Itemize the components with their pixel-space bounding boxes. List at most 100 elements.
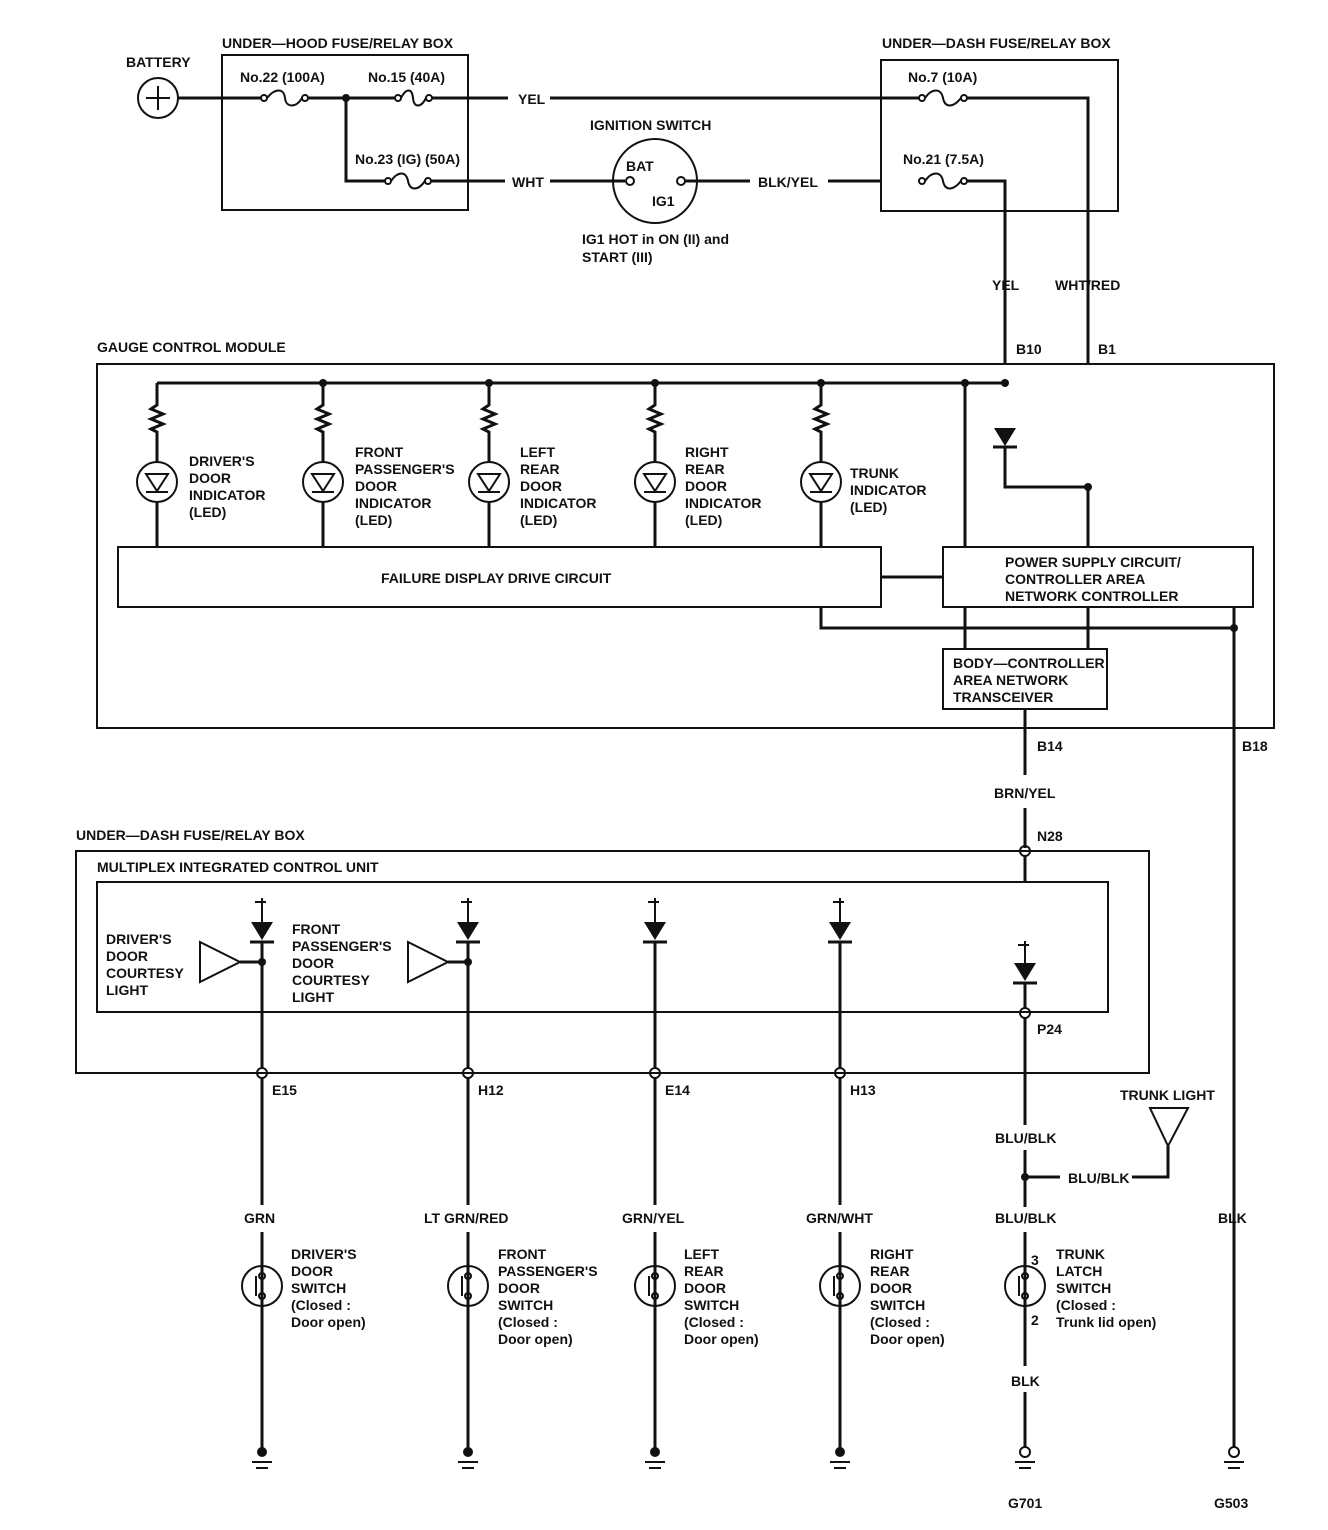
body-controller-transceiver (942, 648, 1108, 710)
led-driver-door (136, 383, 178, 547)
sw3-label: LEFT REAR DOOR SWITCH (Closed : Door ope… (684, 1246, 759, 1347)
svg-text:INDICATOR: INDICATOR (685, 495, 761, 511)
underdash-top-fuse-box (880, 59, 1119, 212)
svg-text:DRIVER'S: DRIVER'S (189, 453, 255, 469)
svg-text:REAR: REAR (685, 461, 725, 477)
svg-text:FRONT: FRONT (498, 1246, 547, 1262)
svg-text:REAR: REAR (520, 461, 560, 477)
ground-symbol-g701 (1015, 1446, 1035, 1469)
svg-text:SWITCH: SWITCH (498, 1297, 553, 1313)
svg-text:LEFT: LEFT (520, 444, 555, 460)
wire-blublk3-label: BLU/BLK (995, 1210, 1056, 1226)
pin-b1-label: B1 (1098, 341, 1116, 357)
svg-text:(Closed :: (Closed : (1056, 1297, 1116, 1313)
svg-text:DOOR: DOOR (106, 948, 148, 964)
fp-courtesy-light-label: FRONT PASSENGER'S DOOR COURTESY LIGHT (292, 921, 392, 1005)
wire-yel2-label: YEL (992, 277, 1020, 293)
svg-text:RIGHT: RIGHT (685, 444, 729, 460)
sw4-label: RIGHT REAR DOOR SWITCH (Closed : Door op… (870, 1246, 945, 1347)
svg-text:LIGHT: LIGHT (292, 989, 334, 1005)
sw5-label: TRUNK LATCH SWITCH (Closed : Trunk lid o… (1056, 1246, 1156, 1330)
svg-text:DRIVER'S: DRIVER'S (291, 1246, 357, 1262)
led2-label: FRONT PASSENGER'S DOOR INDICATOR (LED) (355, 444, 455, 528)
underdash-top-title: UNDER—DASH FUSE/RELAY BOX (882, 35, 1111, 51)
underhood-title: UNDER—HOOD FUSE/RELAY BOX (222, 35, 454, 51)
fuse-7-label: No.7 (10A) (908, 69, 977, 85)
wire-blublk2-label: BLU/BLK (1068, 1170, 1129, 1186)
rr-door-switch-symbol (819, 1265, 861, 1307)
pin-b18-label: B18 (1242, 738, 1268, 754)
wire-blk1-label: BLK (1218, 1210, 1247, 1226)
led4-label: RIGHT REAR DOOR INDICATOR (LED) (685, 444, 761, 528)
trunk-latch-switch-symbol (1004, 1265, 1046, 1307)
led3-label: LEFT REAR DOOR INDICATOR (LED) (520, 444, 596, 528)
svg-text:LIGHT: LIGHT (106, 982, 148, 998)
wire-grnyel-label: GRN/YEL (622, 1210, 685, 1226)
ignition-note-1: IG1 HOT in ON (II) and (582, 231, 729, 247)
ground-symbol-2 (458, 1447, 478, 1469)
led-trunk (800, 383, 842, 547)
svg-text:LEFT: LEFT (684, 1246, 719, 1262)
gauge-title: GAUGE CONTROL MODULE (97, 339, 286, 355)
svg-text:DOOR: DOOR (498, 1280, 540, 1296)
svg-text:(LED): (LED) (850, 499, 887, 515)
led5-label: TRUNK INDICATOR (LED) (850, 465, 926, 515)
svg-text:DOOR: DOOR (520, 478, 562, 494)
svg-text:LATCH: LATCH (1056, 1263, 1102, 1279)
ground-symbol-g503 (1224, 1446, 1244, 1469)
svg-text:Door open): Door open) (870, 1331, 945, 1347)
fuse-22-symbol (260, 89, 309, 107)
wire-wht-label: WHT (512, 174, 544, 190)
svg-text:TRUNK: TRUNK (1056, 1246, 1105, 1262)
fuse-23-symbol (384, 172, 432, 190)
svg-text:FRONT: FRONT (355, 444, 404, 460)
power-label-1: POWER SUPPLY CIRCUIT/ (1005, 554, 1181, 570)
svg-text:(Closed :: (Closed : (870, 1314, 930, 1330)
svg-text:Door open): Door open) (498, 1331, 573, 1347)
wire-grn-label: GRN (244, 1210, 275, 1226)
fuse-23-label: No.23 (IG) (50A) (355, 151, 460, 167)
led-left-rear-door (468, 383, 510, 547)
pin-p24-label: P24 (1037, 1021, 1062, 1037)
svg-text:(Closed :: (Closed : (684, 1314, 744, 1330)
wire-whtred-label: WHT/RED (1055, 277, 1120, 293)
ignition-ig1-label: IG1 (652, 193, 675, 209)
svg-text:DOOR: DOOR (189, 470, 231, 486)
svg-text:TRUNK: TRUNK (850, 465, 899, 481)
micu-title: MULTIPLEX INTEGRATED CONTROL UNIT (97, 859, 379, 875)
fp-door-switch-symbol (447, 1265, 489, 1307)
wire-yel-label: YEL (518, 91, 546, 107)
pin-e14-label: E14 (665, 1082, 690, 1098)
power-supply-circuit (942, 546, 1254, 608)
battery-symbol (137, 77, 179, 119)
fp-courtesy-light-symbol (407, 940, 472, 984)
svg-text:(Closed :: (Closed : (291, 1297, 351, 1313)
svg-text:DRIVER'S: DRIVER'S (106, 931, 172, 947)
micu-box (96, 881, 1109, 1013)
pin-n28-label: N28 (1037, 828, 1063, 844)
svg-text:DOOR: DOOR (870, 1280, 912, 1296)
ignition-note-2: START (III) (582, 249, 653, 265)
svg-text:Trunk lid open): Trunk lid open) (1056, 1314, 1156, 1330)
fuse-7-symbol (918, 89, 968, 107)
wire-blk2-label: BLK (1011, 1373, 1040, 1389)
svg-text:INDICATOR: INDICATOR (355, 495, 431, 511)
svg-text:DOOR: DOOR (292, 955, 334, 971)
pin-h13-label: H13 (850, 1082, 876, 1098)
ground-symbol-3 (645, 1447, 665, 1469)
ignition-bat-label: BAT (626, 158, 654, 174)
svg-text:(LED): (LED) (355, 512, 392, 528)
svg-text:SWITCH: SWITCH (1056, 1280, 1111, 1296)
wire-blublk1-label: BLU/BLK (995, 1130, 1056, 1146)
lr-door-switch-symbol (634, 1265, 676, 1307)
svg-text:(Closed :: (Closed : (498, 1314, 558, 1330)
svg-text:REAR: REAR (684, 1263, 724, 1279)
trunk-light-label: TRUNK LIGHT (1120, 1087, 1215, 1103)
svg-text:(LED): (LED) (520, 512, 557, 528)
wire-grnwht-label: GRN/WHT (806, 1210, 873, 1226)
trunk-light-symbol (1132, 1107, 1190, 1179)
fuse-22-label: No.22 (100A) (240, 69, 325, 85)
svg-text:SWITCH: SWITCH (291, 1280, 346, 1296)
power-label-2: CONTROLLER AREA (1005, 571, 1145, 587)
svg-text:INDICATOR: INDICATOR (189, 487, 265, 503)
